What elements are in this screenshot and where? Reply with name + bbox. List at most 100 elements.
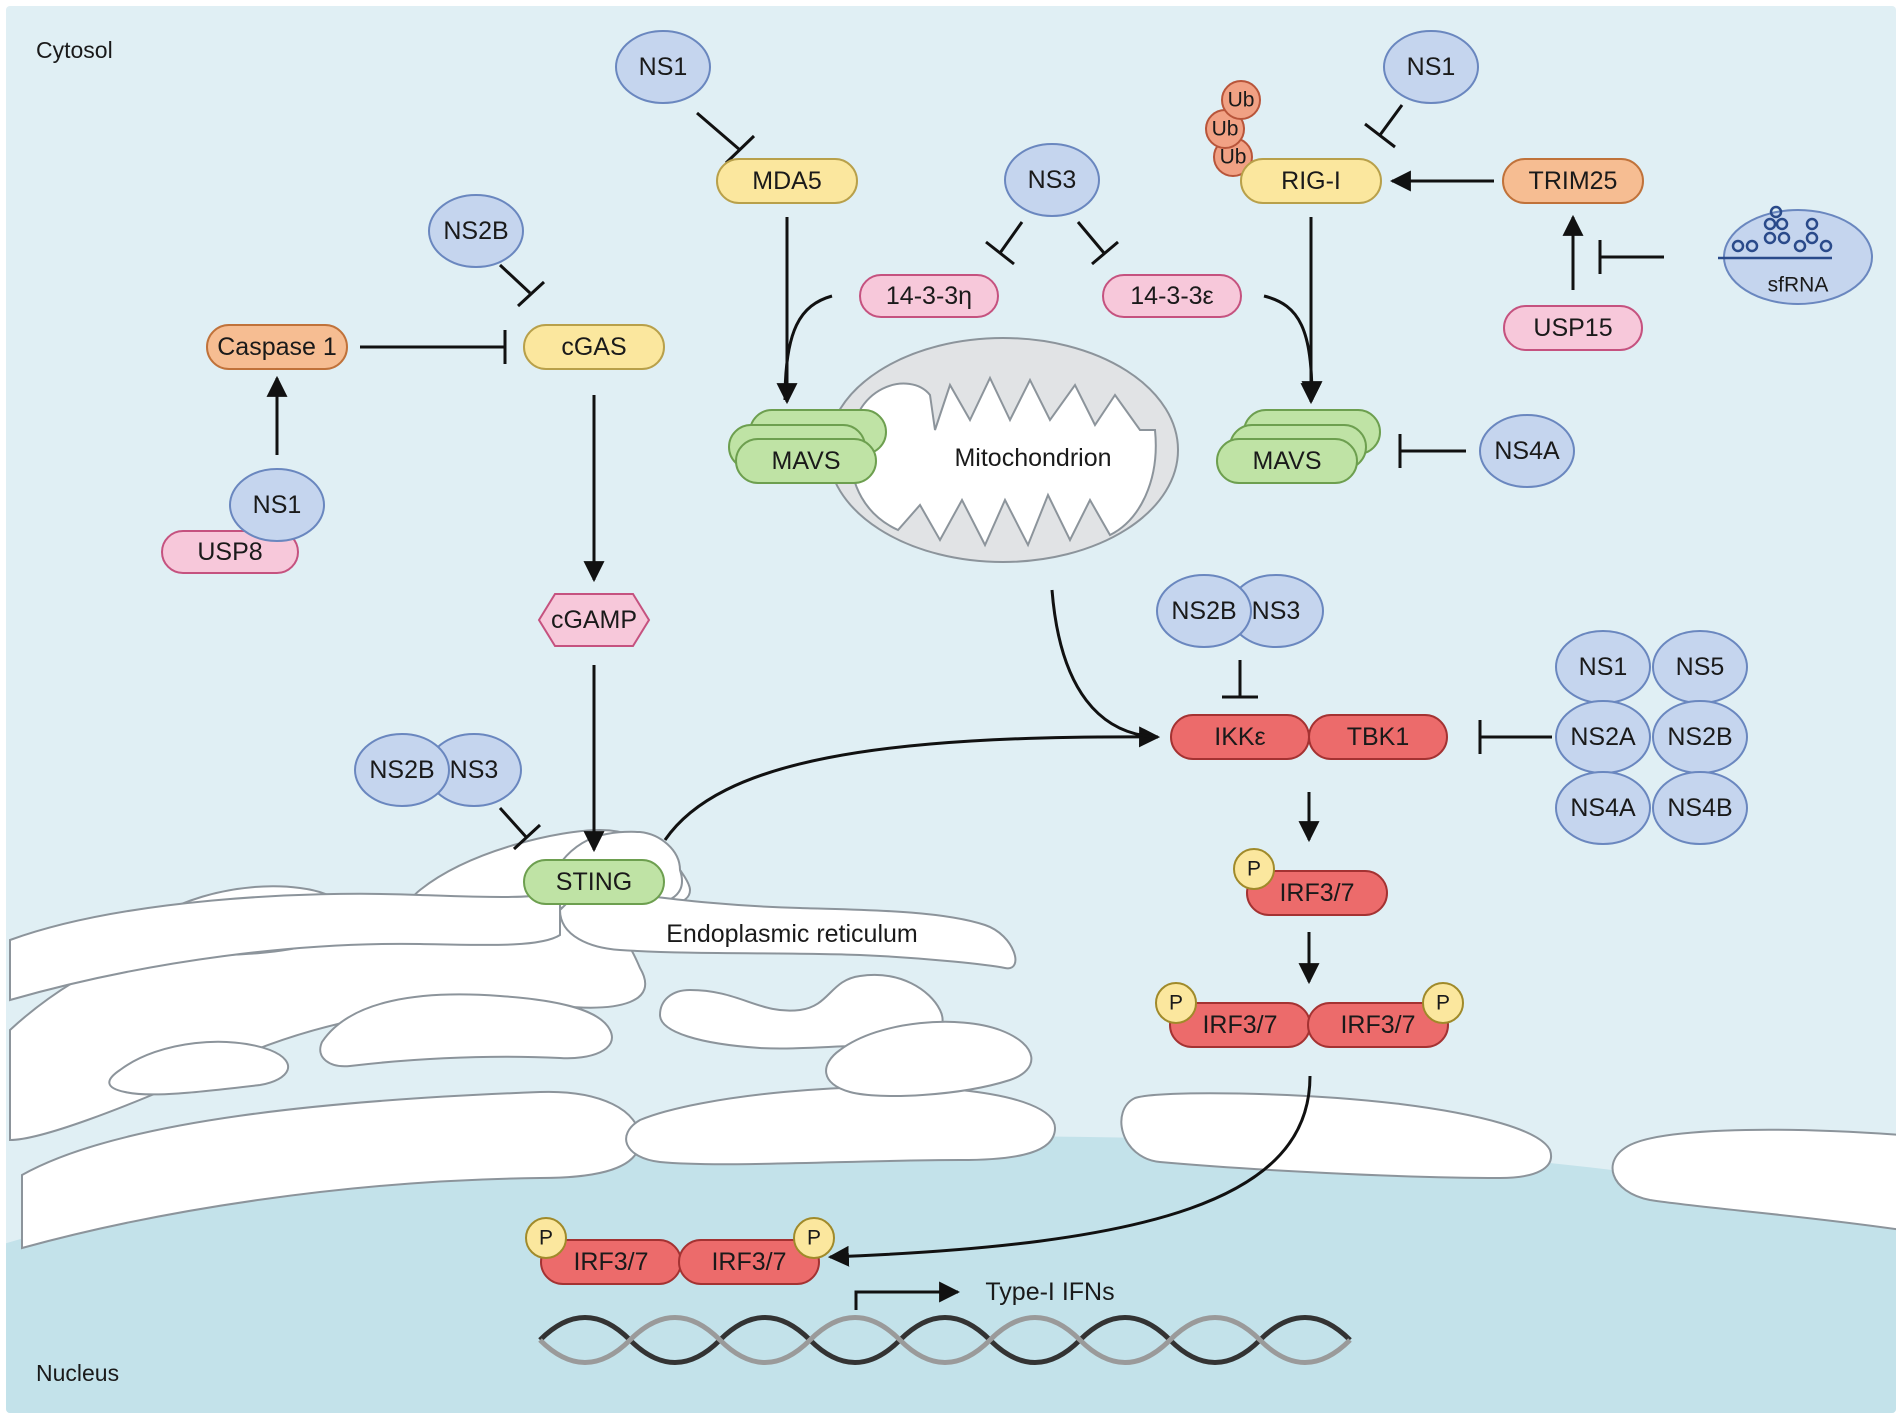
node-ns1-rigi-label: NS1 <box>1407 53 1456 81</box>
node-ns3-sting: NS3 <box>426 733 522 807</box>
node-eps-shape <box>1102 274 1242 318</box>
node-trim25-shape <box>1502 158 1644 204</box>
node-irf-single-shape <box>1246 870 1388 916</box>
node-ns2b-ikk-shape <box>1156 574 1252 648</box>
node-irf-nuc-b-shape <box>678 1239 820 1285</box>
node-ns1-rigi-shape <box>1383 30 1479 104</box>
node-tbk1-label: TBK1 <box>1347 723 1410 751</box>
node-irf-single: IRF3/7 <box>1246 870 1388 916</box>
node-rigi-shape <box>1240 158 1382 204</box>
node-mda5-shape <box>716 158 858 204</box>
node-rigi: RIG-I <box>1240 158 1382 204</box>
type-i-ifns-label: Type-I IFNs <box>985 1278 1114 1306</box>
node-sting-label: STING <box>556 868 632 896</box>
node-irf-dimer-a: IRF3/7 <box>1169 1002 1311 1048</box>
node-caspase1-shape <box>206 324 348 370</box>
node-p1: P <box>1233 848 1275 890</box>
node-mda5: MDA5 <box>716 158 858 204</box>
node-ikke-label: IKKε <box>1214 723 1265 751</box>
node-ns1-mda5-shape <box>615 30 711 104</box>
node-irf-single-label: IRF3/7 <box>1279 879 1354 907</box>
nucleus-region <box>6 1136 1896 1413</box>
node-ns4a-mavs-label: NS4A <box>1494 437 1560 465</box>
node-caspase1: Caspase 1 <box>206 324 348 370</box>
node-ns3-1433: NS3 <box>1004 143 1100 217</box>
node-cgas-label: cGAS <box>561 333 626 361</box>
node-eps-label: 14-3-3ε <box>1130 282 1213 310</box>
mitochondrion: Mitochondrion <box>827 337 1179 563</box>
node-ub1: Ub <box>1221 80 1261 120</box>
node-ns2b-sting-label: NS2B <box>369 756 434 784</box>
node-irf-dimer-b: IRF3/7 <box>1307 1002 1449 1048</box>
node-trim25-label: TRIM25 <box>1529 167 1618 195</box>
node-grid-ns4b-label: NS4B <box>1667 794 1732 822</box>
node-p5-shape <box>793 1217 835 1259</box>
node-grid-ns2a: NS2A <box>1555 700 1651 774</box>
node-ns2b-cgas-shape <box>428 194 524 268</box>
node-p4: P <box>525 1217 567 1259</box>
node-cgas: cGAS <box>523 324 665 370</box>
node-ub3-label: Ub <box>1220 146 1247 169</box>
edges <box>266 104 1664 1310</box>
node-irf-nuc-a-label: IRF3/7 <box>573 1248 648 1276</box>
mitochondrion-label: Mitochondrion <box>954 444 1111 472</box>
node-ub2-label: Ub <box>1212 118 1239 141</box>
node-eta: 14-3-3η <box>859 274 999 318</box>
edge-ns1-mda5 <box>696 111 741 152</box>
node-p3: P <box>1422 982 1464 1024</box>
node-grid-ns1-label: NS1 <box>1579 653 1628 681</box>
node-ns2b-sting: NS2B <box>354 733 450 807</box>
node-ns2b-sting-shape <box>354 733 450 807</box>
node-mavs-left-label: MAVS <box>772 447 841 475</box>
node-rigi-label: RIG-I <box>1281 167 1341 195</box>
node-mavs-left: MAVS <box>735 438 877 484</box>
node-grid-ns4a-label: NS4A <box>1570 794 1636 822</box>
node-eta-shape <box>859 274 999 318</box>
node-mavs-right-label: MAVS <box>1253 447 1322 475</box>
node-ns3-ikk: NS3 <box>1228 574 1324 648</box>
node-trim25: TRIM25 <box>1502 158 1644 204</box>
node-grid-ns1: NS1 <box>1555 630 1651 704</box>
node-mavs-left-shape <box>735 438 877 484</box>
transcription-arrow <box>854 1281 961 1310</box>
node-usp8: USP8 <box>161 530 299 574</box>
node-ns1-mda5-label: NS1 <box>639 53 688 81</box>
node-usp15-label: USP15 <box>1533 314 1612 342</box>
node-ns4a-mavs-shape <box>1479 414 1575 488</box>
dna-helix <box>538 1315 1352 1365</box>
node-irf-nuc-b-label: IRF3/7 <box>711 1248 786 1276</box>
node-p3-label: P <box>1436 992 1450 1015</box>
node-ns3-1433-label: NS3 <box>1028 166 1077 194</box>
node-usp8-shape <box>161 530 299 574</box>
node-grid-ns5-label: NS5 <box>1676 653 1725 681</box>
node-p2: P <box>1155 982 1197 1024</box>
node-ns3-ikk-label: NS3 <box>1252 597 1301 625</box>
er-lumen-left <box>9 888 561 1002</box>
node-cgamp-label: cGAMP <box>551 606 637 634</box>
node-ikke: IKKε <box>1170 714 1310 760</box>
node-p2-label: P <box>1169 992 1183 1015</box>
node-grid-ns4a-shape <box>1555 771 1651 845</box>
node-mavs-right-shape <box>1216 438 1358 484</box>
edge-ns3-eps <box>1076 221 1106 254</box>
node-tbk1-shape <box>1308 714 1448 760</box>
node-ns2b-ikk: NS2B <box>1156 574 1252 648</box>
node-irf-dimer-b-label: IRF3/7 <box>1340 1011 1415 1039</box>
node-irf-dimer-b-shape <box>1307 1002 1449 1048</box>
er-label: Endoplasmic reticulum <box>666 920 918 948</box>
node-eps: 14-3-3ε <box>1102 274 1242 318</box>
node-grid-ns4b-shape <box>1652 771 1748 845</box>
node-irf-nuc-a: IRF3/7 <box>540 1239 682 1285</box>
node-ns1-usp8-shape <box>229 468 325 542</box>
node-ns1-mda5: NS1 <box>615 30 711 104</box>
node-cgas-shape <box>523 324 665 370</box>
node-ns1-rigi: NS1 <box>1383 30 1479 104</box>
node-mavs-right: MAVS <box>1216 438 1358 484</box>
node-tbk1: TBK1 <box>1308 714 1448 760</box>
node-mda5-label: MDA5 <box>752 167 821 195</box>
node-cgamp-shape <box>537 593 651 647</box>
node-ub1-label: Ub <box>1228 89 1255 112</box>
node-p3-shape <box>1422 982 1464 1024</box>
